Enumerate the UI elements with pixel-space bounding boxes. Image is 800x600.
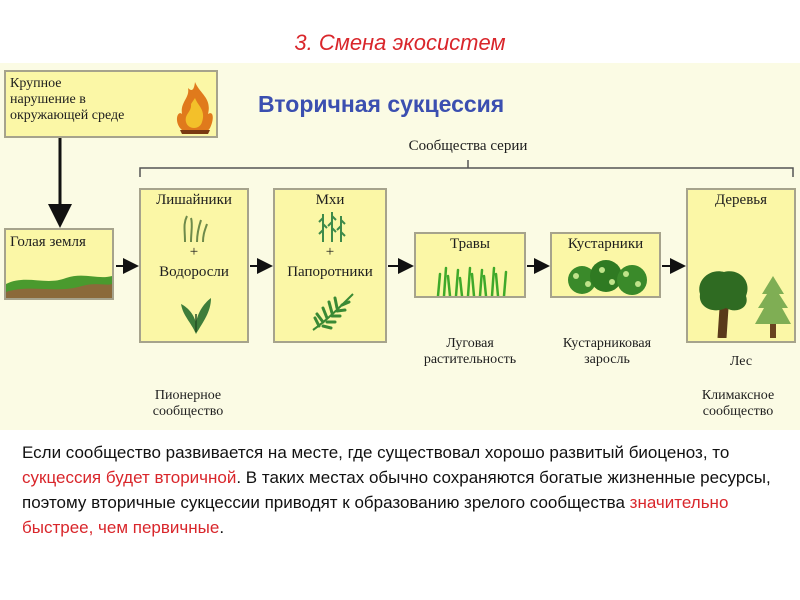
fire-icon	[176, 82, 213, 134]
caption-shrub: Кустарниковая заросль	[540, 336, 674, 368]
stage-trees-box: Деревья	[686, 188, 796, 343]
moss-icon	[318, 212, 346, 242]
stage-shrubs-box: Кустарники	[550, 232, 661, 298]
caption-pioneer-line-1: Пионерное	[154, 388, 222, 403]
series-bracket-label: Сообщества серии	[408, 138, 528, 154]
explanation-part-3: .	[219, 518, 225, 537]
caption-forest: Лес	[729, 354, 753, 369]
stage-grasses-label: Травы	[450, 236, 490, 252]
stage-mosses-box: Мхи + Папоротники	[273, 188, 387, 343]
explanation-part-1: Если сообщество развивается на месте, гд…	[22, 443, 730, 462]
caption-pioneer-line-2: сообщество	[152, 404, 224, 419]
stage-mosses-label: Мхи	[315, 192, 345, 208]
disturbance-line-2: нарушение в	[10, 92, 86, 107]
stage-mosses-plus: +	[325, 244, 335, 260]
caption-meadow-line-1: Луговая	[446, 336, 494, 351]
algae-icon	[181, 298, 211, 334]
bare-ground-label: Голая земля	[10, 234, 86, 250]
disturbance-line-1: Крупное	[10, 76, 62, 91]
ground-icon	[6, 275, 112, 298]
conifer-tree-icon	[755, 276, 791, 338]
caption-meadow-line-2: растительность	[423, 352, 517, 367]
grass-icon	[436, 266, 508, 296]
explanation-highlight-2: значительно быстрее, чем первичные	[22, 493, 729, 537]
slide-title: 3. Смена экосистем	[294, 30, 506, 55]
stage-lichens-box: Лишайники + Водоросли	[139, 188, 249, 343]
fern-icon	[312, 293, 354, 331]
explanation-part-2: . В таких местах обычно сохраняются бога…	[22, 468, 771, 512]
diagram-heading: Вторичная сукцессия	[258, 91, 505, 117]
caption-shrub-line-1: Кустарниковая	[562, 336, 652, 351]
stage-lichens-plus: +	[189, 244, 199, 260]
caption-climax-line-2: сообщество	[702, 404, 774, 419]
stage-ferns-label: Папоротники	[287, 264, 373, 280]
caption-climax-line-1: Климаксное	[701, 388, 775, 403]
caption-meadow: Луговая растительность	[404, 336, 536, 368]
stage-shrubs-label: Кустарники	[567, 236, 644, 252]
bare-ground-box: Голая земля	[4, 228, 114, 300]
caption-shrub-line-2: заросль	[584, 352, 630, 367]
caption-climax: Климаксное сообщество	[676, 388, 800, 420]
stage-trees-label: Деревья	[714, 192, 768, 208]
disturbance-line-3: окружающей среде	[10, 108, 125, 123]
caption-pioneer: Пионерное сообщество	[120, 388, 256, 420]
explanation-text: Если сообщество развивается на месте, гд…	[22, 440, 782, 540]
lichen-icon	[183, 215, 208, 242]
explanation-highlight-1: сукцессия будет вторичной	[22, 468, 237, 487]
stage-grasses-box: Травы	[414, 232, 526, 298]
stage-lichens-label: Лишайники	[156, 192, 232, 208]
deciduous-tree-icon	[699, 271, 748, 338]
stage-algae-label: Водоросли	[159, 264, 229, 280]
series-bracket	[139, 167, 794, 177]
shrub-icon	[568, 260, 647, 295]
disturbance-box: Крупное нарушение в окружающей среде	[4, 70, 218, 138]
